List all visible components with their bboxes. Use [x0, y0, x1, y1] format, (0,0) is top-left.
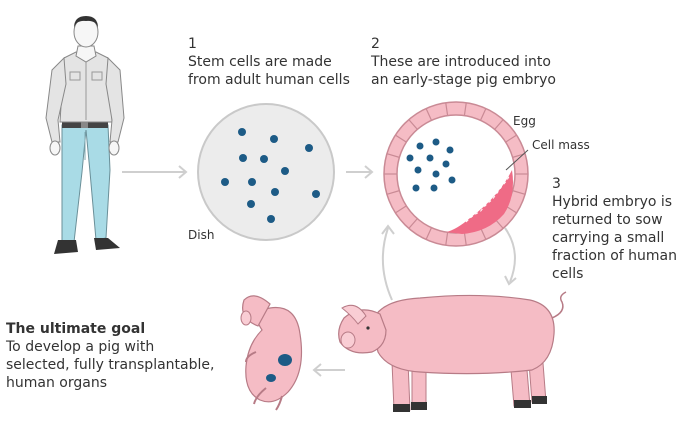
- step-1-line-1: Stem cells are made: [188, 54, 332, 70]
- organ-blob: [266, 374, 276, 382]
- egg-ring-segment: [386, 153, 400, 158]
- adult-human-figure: [45, 16, 125, 254]
- egg-ring-segment: [386, 190, 400, 195]
- organ-blob: [278, 354, 292, 366]
- human-cell-dots: [406, 138, 456, 192]
- egg-ring-segment: [408, 218, 418, 229]
- step-3-line-1: Hybrid embryo is: [552, 194, 673, 210]
- piglet-with-human-organs: [240, 295, 303, 411]
- dish-label: Dish: [188, 228, 215, 242]
- step-2-number: 2: [371, 36, 380, 52]
- egg-ring-segment: [479, 108, 487, 121]
- step-2-line-2: an early-stage pig embryo: [371, 72, 557, 88]
- sow-pig: [338, 291, 567, 412]
- egg-ring-segment: [395, 205, 407, 214]
- step-3-number: 3: [552, 176, 561, 192]
- pig-embryo-egg: [383, 101, 529, 247]
- egg-ring-segment: [445, 232, 449, 246]
- step-1-number: 1: [188, 36, 197, 52]
- step-3-line-5: cells: [552, 266, 584, 282]
- arrow-sow-to-embryo: [381, 224, 395, 301]
- arrow-human-to-dish: [122, 165, 188, 179]
- goal-line-2: selected, fully transplantable,: [6, 357, 215, 373]
- egg-label: Egg: [513, 114, 536, 128]
- step-3-line-2: returned to sow: [552, 212, 663, 228]
- egg-ring-segment: [445, 102, 449, 116]
- egg-ring-segment: [395, 134, 407, 143]
- egg-ring-segment: [512, 190, 526, 195]
- goal-line-1: To develop a pig with: [6, 339, 155, 355]
- egg-ring-segment: [408, 119, 418, 130]
- step-3-line-3: carrying a small: [552, 230, 665, 246]
- petri-dish: [197, 103, 335, 241]
- goal-title: The ultimate goal: [6, 321, 146, 337]
- egg-ring-segment: [425, 227, 433, 240]
- step-3-line-4: fraction of human: [552, 248, 678, 264]
- egg-ring-segment: [425, 108, 433, 121]
- egg-ring-segment: [463, 102, 467, 116]
- stem-cell-dots: [221, 128, 320, 223]
- egg-ring-segment: [505, 134, 517, 143]
- cell-mass-pointer: [505, 149, 529, 171]
- cell-mass-label: Cell mass: [532, 138, 590, 152]
- egg-ring-segment: [494, 119, 504, 130]
- goal-line-3: human organs: [6, 375, 107, 391]
- arrow-sow-to-piglet: [312, 363, 345, 377]
- arrow-embryo-to-sow: [504, 227, 517, 286]
- cell-mass-shape: [446, 170, 513, 234]
- step-1-line-2: from adult human cells: [188, 72, 350, 88]
- arrow-dish-to-embryo: [346, 165, 374, 179]
- step-2-line-1: These are introduced into: [371, 54, 551, 70]
- egg-ring-segment: [463, 232, 467, 246]
